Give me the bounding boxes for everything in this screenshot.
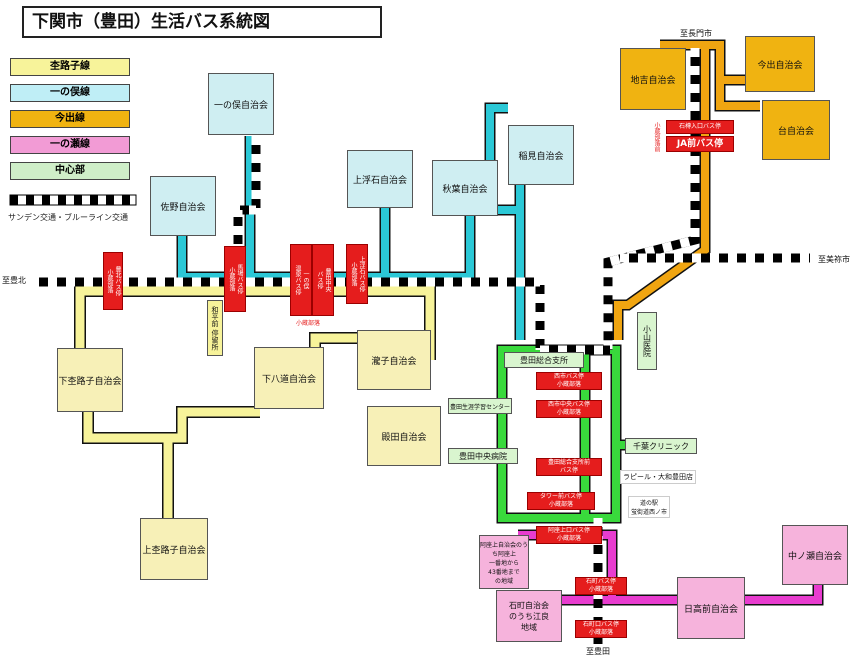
- stop-k: 阿座上口バス停 小蔵部落: [536, 526, 602, 544]
- stop-f-label: 和平前 停留所: [207, 300, 223, 356]
- legend-ichinose: 一の瀬線: [10, 136, 130, 154]
- area-nakanose: 中ノ瀬自治会: [782, 525, 848, 585]
- dest-toyota-bottom: 至豊田: [586, 647, 610, 656]
- area-pink-note: 阿座上自治会のう ち阿座上 一番地から 43番地まで の地域: [479, 535, 529, 589]
- dest-mine: 至美祢市: [818, 255, 850, 264]
- area-ishimachi: 石町自治会 のうち江良 地域: [496, 590, 562, 642]
- area-ichinomata: 一の俣自治会: [208, 73, 274, 135]
- legend-ichinomata: 一の俣線: [10, 84, 130, 102]
- stop-e: 上浮石バス停 小蔵部落: [346, 244, 368, 304]
- area-nakanoseki: 殿田自治会: [367, 406, 441, 466]
- stop-j: タワー前バス停 小蔵部落: [527, 492, 595, 510]
- facility-chuo-byoin: 豊田中央病院: [448, 448, 518, 464]
- stop-l: 石町バス停 小蔵部落: [575, 577, 627, 595]
- facility-sogoshisho: 豊田総合支所: [504, 352, 584, 368]
- area-akiha: 秋葉自治会: [432, 160, 498, 216]
- area-nishiichi: 日高前自治会: [677, 577, 745, 639]
- stop-c: 一の俣 温泉バス停: [290, 244, 312, 316]
- stop-i: 豊田総合支所前 バス停: [536, 458, 602, 476]
- dest-toyokita: 至豊北: [2, 276, 26, 285]
- area-jiyoshi: 地吉自治会: [620, 48, 686, 110]
- area-shimomukoji: 下杢路子自治会: [57, 348, 123, 412]
- dest-nagato: 至長門市: [680, 29, 712, 38]
- area-dai: 台自治会: [762, 100, 830, 160]
- area-inami: 稲見自治会: [508, 125, 574, 185]
- stop-ja-mae: JA前バス停: [666, 136, 734, 152]
- area-kamimukoji: 上杢路子自治会: [140, 518, 208, 580]
- stop-h: 西市中央バス停 小蔵部落: [536, 400, 602, 418]
- facility-bus-center: 道の駅 蛍街道西ノ市: [628, 496, 671, 518]
- facility-koyama: 小山医院: [637, 312, 657, 370]
- stop-under-note: 小蔵部落前: [653, 122, 660, 152]
- stop-ishiyo: 石槫入口バス停: [666, 120, 734, 134]
- stop-d: 豊田中央 バス停: [312, 244, 334, 316]
- legend-center: 中心部: [10, 162, 130, 180]
- area-sano: 佐野自治会: [150, 176, 216, 236]
- area-imade: 今出自治会: [745, 36, 815, 92]
- area-shimohachido: 下八道自治会: [254, 347, 324, 409]
- legend-mukoji: 杢路子線: [10, 58, 130, 76]
- facility-center: 豊田生涯学習センター: [448, 398, 512, 414]
- stop-kaku-note: 小蔵部落: [296, 320, 321, 327]
- stop-b: 馬場バス停 小蔵部落: [224, 246, 246, 312]
- map-title: 下関市（豊田）生活バス系統図: [22, 6, 382, 38]
- area-kamiura: 上浮石自治会: [347, 150, 413, 208]
- stop-a: 豊北バス停 小蔵部落: [103, 252, 123, 310]
- facility-dr-note: ラピール・大和豊田店: [620, 470, 696, 484]
- stop-g: 西市バス停 小蔵部落: [536, 372, 602, 390]
- legend-rail-label: サンデン交通・ブルーライン交通: [8, 213, 128, 222]
- stop-m: 石町口バス停 小蔵部落: [575, 620, 627, 638]
- area-takiko: 瀧子自治会: [357, 330, 431, 390]
- facility-clinic: 千葉クリニック: [625, 438, 697, 454]
- legend-imade: 今出線: [10, 110, 130, 128]
